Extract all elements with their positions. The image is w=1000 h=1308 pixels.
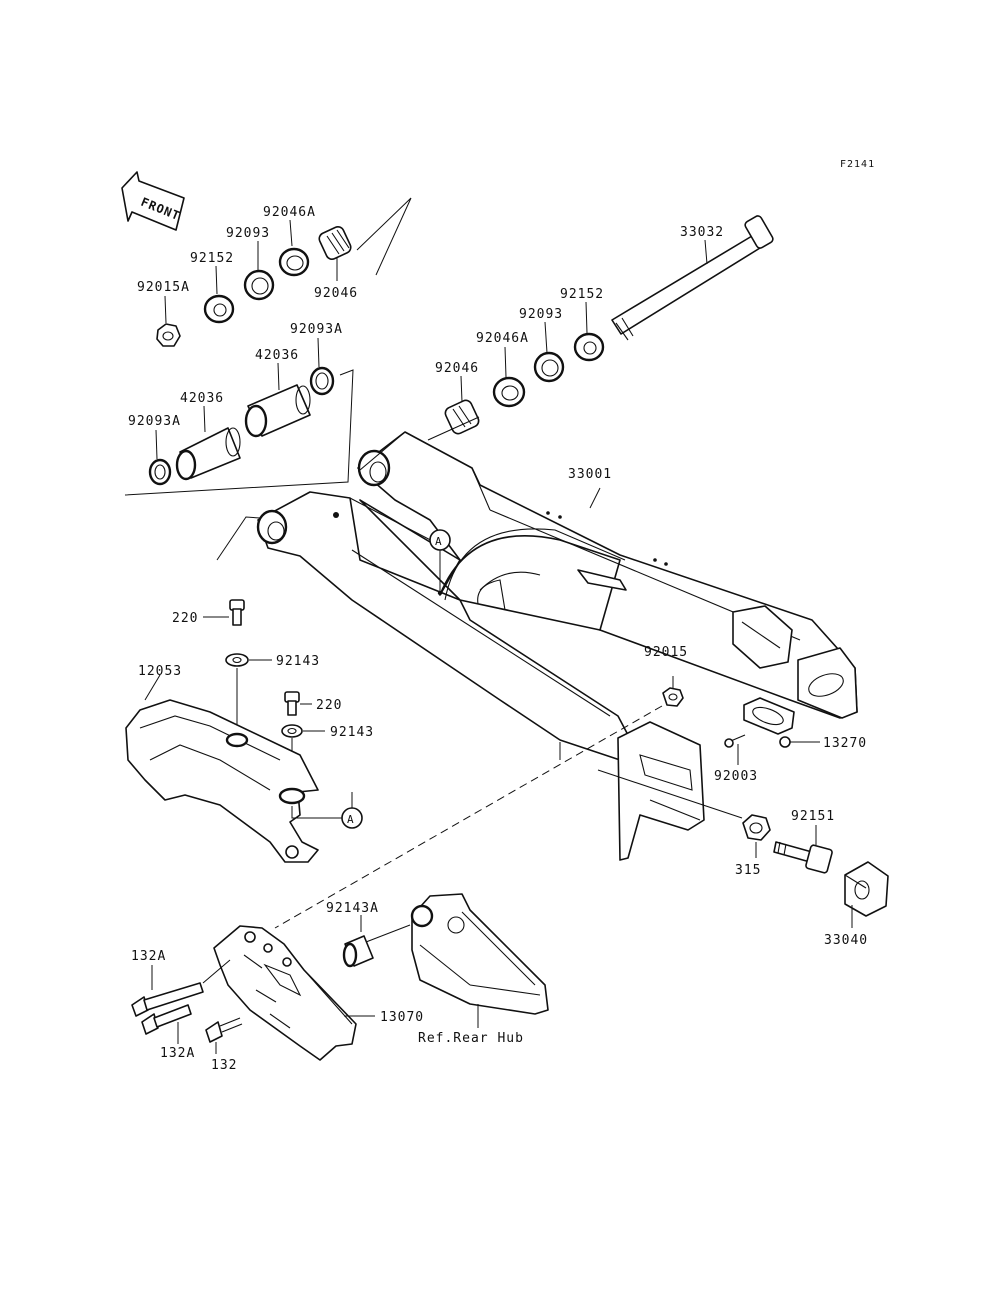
nut-315 <box>742 814 771 841</box>
svg-text:A: A <box>347 813 355 826</box>
callout-42036-left: 42036 <box>180 391 224 406</box>
callout-92093-right: 92093 <box>519 307 563 322</box>
callout-92093A-left: 92093A <box>128 414 181 429</box>
callout-92046A-right: 92046A <box>476 331 529 346</box>
callout-92046-top: 92046 <box>314 286 358 301</box>
chain-slider-12053 <box>125 699 319 863</box>
pivot-shaft-33032 <box>611 215 774 341</box>
bolt-92151 <box>773 841 833 874</box>
washer-92143-upper <box>225 653 249 667</box>
bearing-92046a-upper <box>278 247 310 277</box>
needle-bearing-92046-mid <box>444 399 480 435</box>
callout-92151: 92151 <box>791 809 835 824</box>
seal-92093-upper <box>243 269 275 301</box>
callout-12053: 12053 <box>138 664 182 679</box>
callout-33001: 33001 <box>568 467 612 482</box>
callout-132A-low: 132A <box>160 1046 195 1061</box>
collar-92152-upper <box>203 294 235 324</box>
callout-33040: 33040 <box>824 933 868 948</box>
callout-42036-mid: 42036 <box>255 348 299 363</box>
front-arrow-icon: FRONT <box>121 171 185 231</box>
seal-92093a-mid <box>309 366 335 396</box>
bolt-132a-lower <box>141 1004 192 1035</box>
bolt-220-upper <box>229 599 245 626</box>
nut-92015a <box>156 323 181 347</box>
callout-92093A-mid: 92093A <box>290 322 343 337</box>
callout-92143-top: 92143 <box>276 654 320 669</box>
callout-92015A: 92015A <box>137 280 190 295</box>
bolt-132 <box>205 1017 243 1043</box>
callout-132A-top: 132A <box>131 949 166 964</box>
callout-92015: 92015 <box>644 645 688 660</box>
sleeve-42036-left <box>175 427 241 481</box>
callout-13270: 13270 <box>823 736 867 751</box>
sleeve-42036-mid <box>244 384 311 438</box>
callout-33032: 33032 <box>680 225 724 240</box>
callout-220-top: 220 <box>172 611 198 626</box>
svg-text:A: A <box>435 535 443 548</box>
swingarm-33001 <box>256 431 858 761</box>
callout-92143A: 92143A <box>326 901 379 916</box>
collar-92143a <box>342 935 374 968</box>
callout-92152-right: 92152 <box>560 287 604 302</box>
needle-bearing-92046-upper <box>318 225 352 261</box>
reference-marker-lower: A <box>341 807 363 829</box>
callout-92152-top: 92152 <box>190 251 234 266</box>
collar-92152-right <box>573 332 605 362</box>
callout-92003: 92003 <box>714 769 758 784</box>
seal-92093a-left <box>148 458 172 486</box>
callout-ref-rear-hub: Ref.Rear Hub <box>418 1031 524 1046</box>
callout-92143-low: 92143 <box>330 725 374 740</box>
chain-guide-plate-13070 <box>213 925 357 1061</box>
callout-92046-mid: 92046 <box>435 361 479 376</box>
bearing-92046a-right <box>492 376 526 408</box>
screw-92003 <box>724 734 746 748</box>
callout-132: 132 <box>211 1058 237 1073</box>
bolt-220-lower <box>284 691 300 716</box>
callout-220-low: 220 <box>316 698 342 713</box>
callout-315: 315 <box>735 863 761 878</box>
callout-92046A-top: 92046A <box>263 205 316 220</box>
adjuster-block-33040 <box>844 861 889 917</box>
bolt-132a-upper <box>131 982 204 1017</box>
seal-92093-right <box>533 351 565 383</box>
chain-adjuster-plate-13270 <box>743 697 795 748</box>
figure-code: F2141 <box>840 159 875 170</box>
nut-92015 <box>662 687 684 707</box>
reference-marker-upper: A <box>429 529 451 592</box>
callout-92093-top: 92093 <box>226 226 270 241</box>
callout-13070: 13070 <box>380 1010 424 1025</box>
rear-hub-chain-guide <box>410 893 549 1015</box>
washer-92143-lower <box>281 724 303 738</box>
